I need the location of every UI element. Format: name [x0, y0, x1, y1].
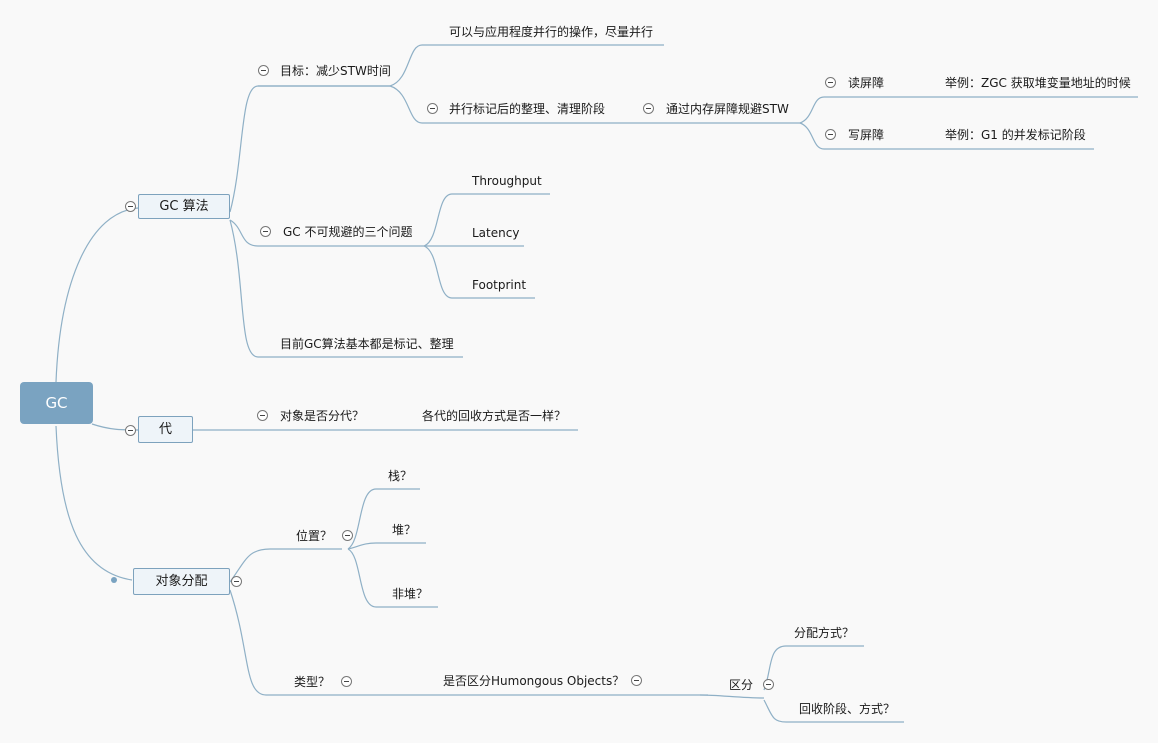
link-algo-goal	[229, 85, 390, 213]
node-position[interactable]: 位置？	[296, 529, 333, 543]
node-latency[interactable]: Latency	[472, 226, 520, 240]
node-parallel-ops[interactable]: 可以与应用程度并行的操作，尽量并行	[449, 25, 654, 39]
collapse-alloc-toggle[interactable]	[231, 576, 242, 587]
link-position-stack	[347, 488, 420, 550]
node-gc-algorithm[interactable]: GC 算法	[138, 194, 230, 219]
collapse-aftermark-toggle[interactable]	[427, 103, 438, 114]
collapse-write-toggle[interactable]	[825, 129, 836, 140]
root-node[interactable]: GC	[20, 382, 93, 424]
node-stack[interactable]: 栈？	[388, 469, 413, 483]
node-type[interactable]: 类型？	[294, 675, 331, 689]
node-object-allocation[interactable]: 对象分配	[133, 568, 230, 595]
link-dist-recycle	[763, 699, 904, 723]
link-root-alloc	[55, 425, 133, 581]
link-position-heap	[347, 542, 426, 550]
node-write-barrier[interactable]: 写屏障	[848, 128, 885, 142]
node-current-algo[interactable]: 目前GC算法基本都是标记、整理	[280, 337, 454, 351]
collapse-isgen-toggle[interactable]	[257, 410, 268, 421]
node-read-barrier[interactable]: 读屏障	[848, 76, 885, 90]
link-goal-aftermark	[389, 85, 640, 124]
link-alloc-position	[229, 548, 342, 583]
node-barrier-avoid[interactable]: 通过内存屏障规避STW	[666, 102, 789, 116]
node-is-generational[interactable]: 对象是否分代？	[280, 409, 365, 423]
collapse-position-toggle[interactable]	[342, 530, 353, 541]
collapse-humongous-toggle[interactable]	[631, 675, 642, 686]
link-problems-footprint	[423, 245, 535, 299]
node-nonheap[interactable]: 非堆？	[392, 587, 429, 601]
link-root-algo	[55, 207, 139, 383]
expand-dot	[111, 577, 117, 583]
node-recycle-phase[interactable]: 回收阶段、方式？	[799, 702, 896, 716]
collapse-goal-toggle[interactable]	[258, 65, 269, 76]
collapse-algo-toggle[interactable]	[125, 201, 136, 212]
node-footprint[interactable]: Footprint	[472, 278, 527, 292]
link-algo-current	[229, 219, 463, 358]
link-position-nonheap	[347, 548, 438, 608]
collapse-gen-toggle[interactable]	[125, 425, 136, 436]
node-generation[interactable]: 代	[138, 416, 193, 443]
link-alloc-type	[229, 589, 708, 696]
collapse-distinguish-toggle[interactable]	[763, 679, 774, 690]
node-alloc-way[interactable]: 分配方式？	[794, 626, 855, 640]
node-heap[interactable]: 堆？	[392, 523, 417, 537]
link-barrier-read	[799, 96, 1138, 124]
node-three-problems[interactable]: GC 不可规避的三个问题	[283, 225, 413, 239]
link-problems-throughput	[423, 193, 550, 247]
collapse-barrier-toggle[interactable]	[643, 103, 654, 114]
link-goal-parallel	[389, 44, 664, 87]
node-humongous[interactable]: 是否区分Humongous Objects？	[443, 674, 625, 688]
link-type-dist	[699, 694, 765, 699]
node-read-example[interactable]: 举例：ZGC 获取堆变量地址的时候	[945, 76, 1131, 90]
link-dist-allocway	[763, 645, 864, 691]
node-same-recycle-way[interactable]: 各代的回收方式是否一样？	[422, 409, 567, 423]
node-write-example[interactable]: 举例：G1 的并发标记阶段	[945, 128, 1086, 142]
node-after-mark[interactable]: 并行标记后的整理、清理阶段	[449, 102, 606, 116]
collapse-read-toggle[interactable]	[825, 77, 836, 88]
node-throughput[interactable]: Throughput	[472, 174, 542, 188]
node-goal[interactable]: 目标：减少STW时间	[280, 64, 391, 78]
link-algo-problems	[229, 219, 424, 247]
collapse-type-toggle[interactable]	[341, 676, 352, 687]
link-barrier-write	[799, 122, 1094, 150]
node-distinguish[interactable]: 区分	[729, 678, 754, 692]
collapse-problems-toggle[interactable]	[260, 226, 271, 237]
